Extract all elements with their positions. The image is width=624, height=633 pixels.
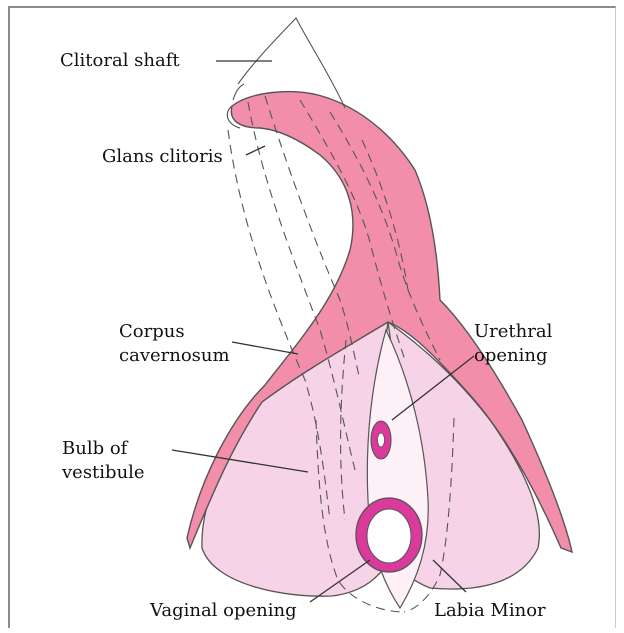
label-bulb-line1: Bulb of <box>62 438 127 460</box>
vaginal-opening-inner <box>367 509 411 563</box>
label-clitoral-shaft: Clitoral shaft <box>60 50 180 72</box>
label-corpus-line1: Corpus <box>119 321 185 343</box>
label-corpus-line2: cavernosum <box>119 345 230 367</box>
urethral-opening-inner <box>378 433 385 447</box>
label-vaginal-opening: Vaginal opening <box>150 600 297 622</box>
label-urethral-line2: opening <box>474 345 547 367</box>
label-labia-minor: Labia Minor <box>434 600 546 622</box>
label-glans-clitoris: Glans clitoris <box>102 146 223 168</box>
shaft-lower-line <box>233 84 244 100</box>
label-bulb-line2: vestibule <box>62 462 145 484</box>
label-urethral-line1: Urethral <box>474 321 552 343</box>
